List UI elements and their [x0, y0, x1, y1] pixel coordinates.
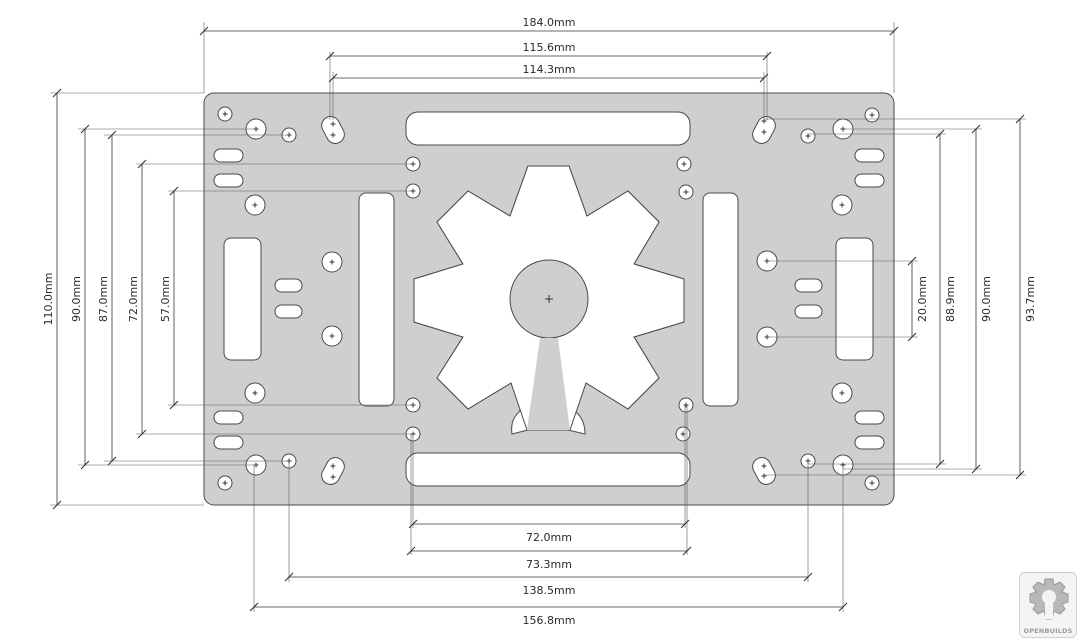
dim-top-slot-inner: 114.3mm: [523, 63, 576, 76]
bottom-slot: [405, 452, 691, 487]
dim-left-57: 57.0mm: [159, 276, 172, 322]
dim-left-87: 87.0mm: [97, 276, 110, 322]
small-slot: [213, 173, 244, 188]
dimension-tick: [169, 400, 179, 410]
dimension-tick: [935, 459, 945, 469]
dimension-tick: [199, 26, 209, 36]
top-slot: [405, 111, 691, 146]
diagonal-slot: [752, 457, 776, 485]
openbuilds-gear-icon: [1029, 578, 1069, 620]
dimension-tick: [52, 500, 62, 510]
dimension-tick: [1015, 114, 1025, 124]
dimension-tick: [680, 519, 690, 529]
logo-text: OPENBUILDS: [1023, 627, 1073, 635]
dim-bottom-72: 72.0mm: [526, 531, 572, 544]
dimension-tick: [682, 546, 692, 556]
dimension-tick: [169, 186, 179, 196]
small-slot: [213, 435, 244, 450]
dimension-tick: [325, 51, 335, 61]
dimension-tick: [907, 332, 917, 342]
dim-left-72: 72.0mm: [127, 276, 140, 322]
dim-top-slot-outer: 115.6mm: [523, 41, 576, 54]
left-outer-slot: [223, 237, 262, 361]
dimension-tick: [803, 572, 813, 582]
dim-bottom-73: 73.3mm: [526, 558, 572, 571]
right-outer-slot: [835, 237, 874, 361]
small-slot: [854, 435, 885, 450]
dim-left-90: 90.0mm: [70, 276, 83, 322]
dimension-tick: [1015, 470, 1025, 480]
dim-right-88: 88.9mm: [944, 276, 957, 322]
dimension-tick: [971, 464, 981, 474]
right-inner-slot: [702, 192, 739, 407]
dim-left-overall: 110.0mm: [42, 273, 55, 326]
dimension-tick: [107, 456, 117, 466]
dimension-tick: [838, 602, 848, 612]
dimension-tick: [762, 51, 772, 61]
dimension-tick: [759, 73, 769, 83]
dimension-tick: [907, 256, 917, 266]
dim-top-overall: 184.0mm: [523, 16, 576, 29]
small-slot: [854, 173, 885, 188]
small-slot: [274, 304, 303, 319]
dimension-tick: [971, 124, 981, 134]
left-inner-slot: [358, 192, 395, 407]
small-slot: [213, 410, 244, 425]
diagonal-slot: [321, 116, 345, 144]
dimension-tick: [408, 519, 418, 529]
gear-keyway: [527, 338, 570, 430]
dimension-tick: [889, 26, 899, 36]
small-slot: [213, 148, 244, 163]
dimension-tick: [406, 546, 416, 556]
dimension-ticks: [52, 26, 1025, 612]
openbuilds-logo: OPENBUILDS: [1019, 572, 1077, 638]
dimension-tick: [328, 73, 338, 83]
dimension-tick: [80, 460, 90, 470]
small-slot: [794, 278, 823, 293]
dim-right-20: 20.0mm: [916, 276, 929, 322]
dimension-tick: [137, 429, 147, 439]
small-slot: [794, 304, 823, 319]
small-slot: [854, 410, 885, 425]
dimension-tick: [80, 124, 90, 134]
diagonal-slot: [321, 457, 345, 485]
dimension-tick: [249, 602, 259, 612]
dim-bottom-156: 156.8mm: [523, 614, 576, 627]
dim-right-93: 93.7mm: [1024, 276, 1037, 322]
dimension-tick: [935, 129, 945, 139]
dimension-tick: [137, 159, 147, 169]
small-slot: [854, 148, 885, 163]
dimension-tick: [284, 572, 294, 582]
dimension-tick: [107, 130, 117, 140]
dim-bottom-138: 138.5mm: [523, 584, 576, 597]
dim-right-90: 90.0mm: [980, 276, 993, 322]
dimension-tick: [52, 88, 62, 98]
small-slot: [274, 278, 303, 293]
